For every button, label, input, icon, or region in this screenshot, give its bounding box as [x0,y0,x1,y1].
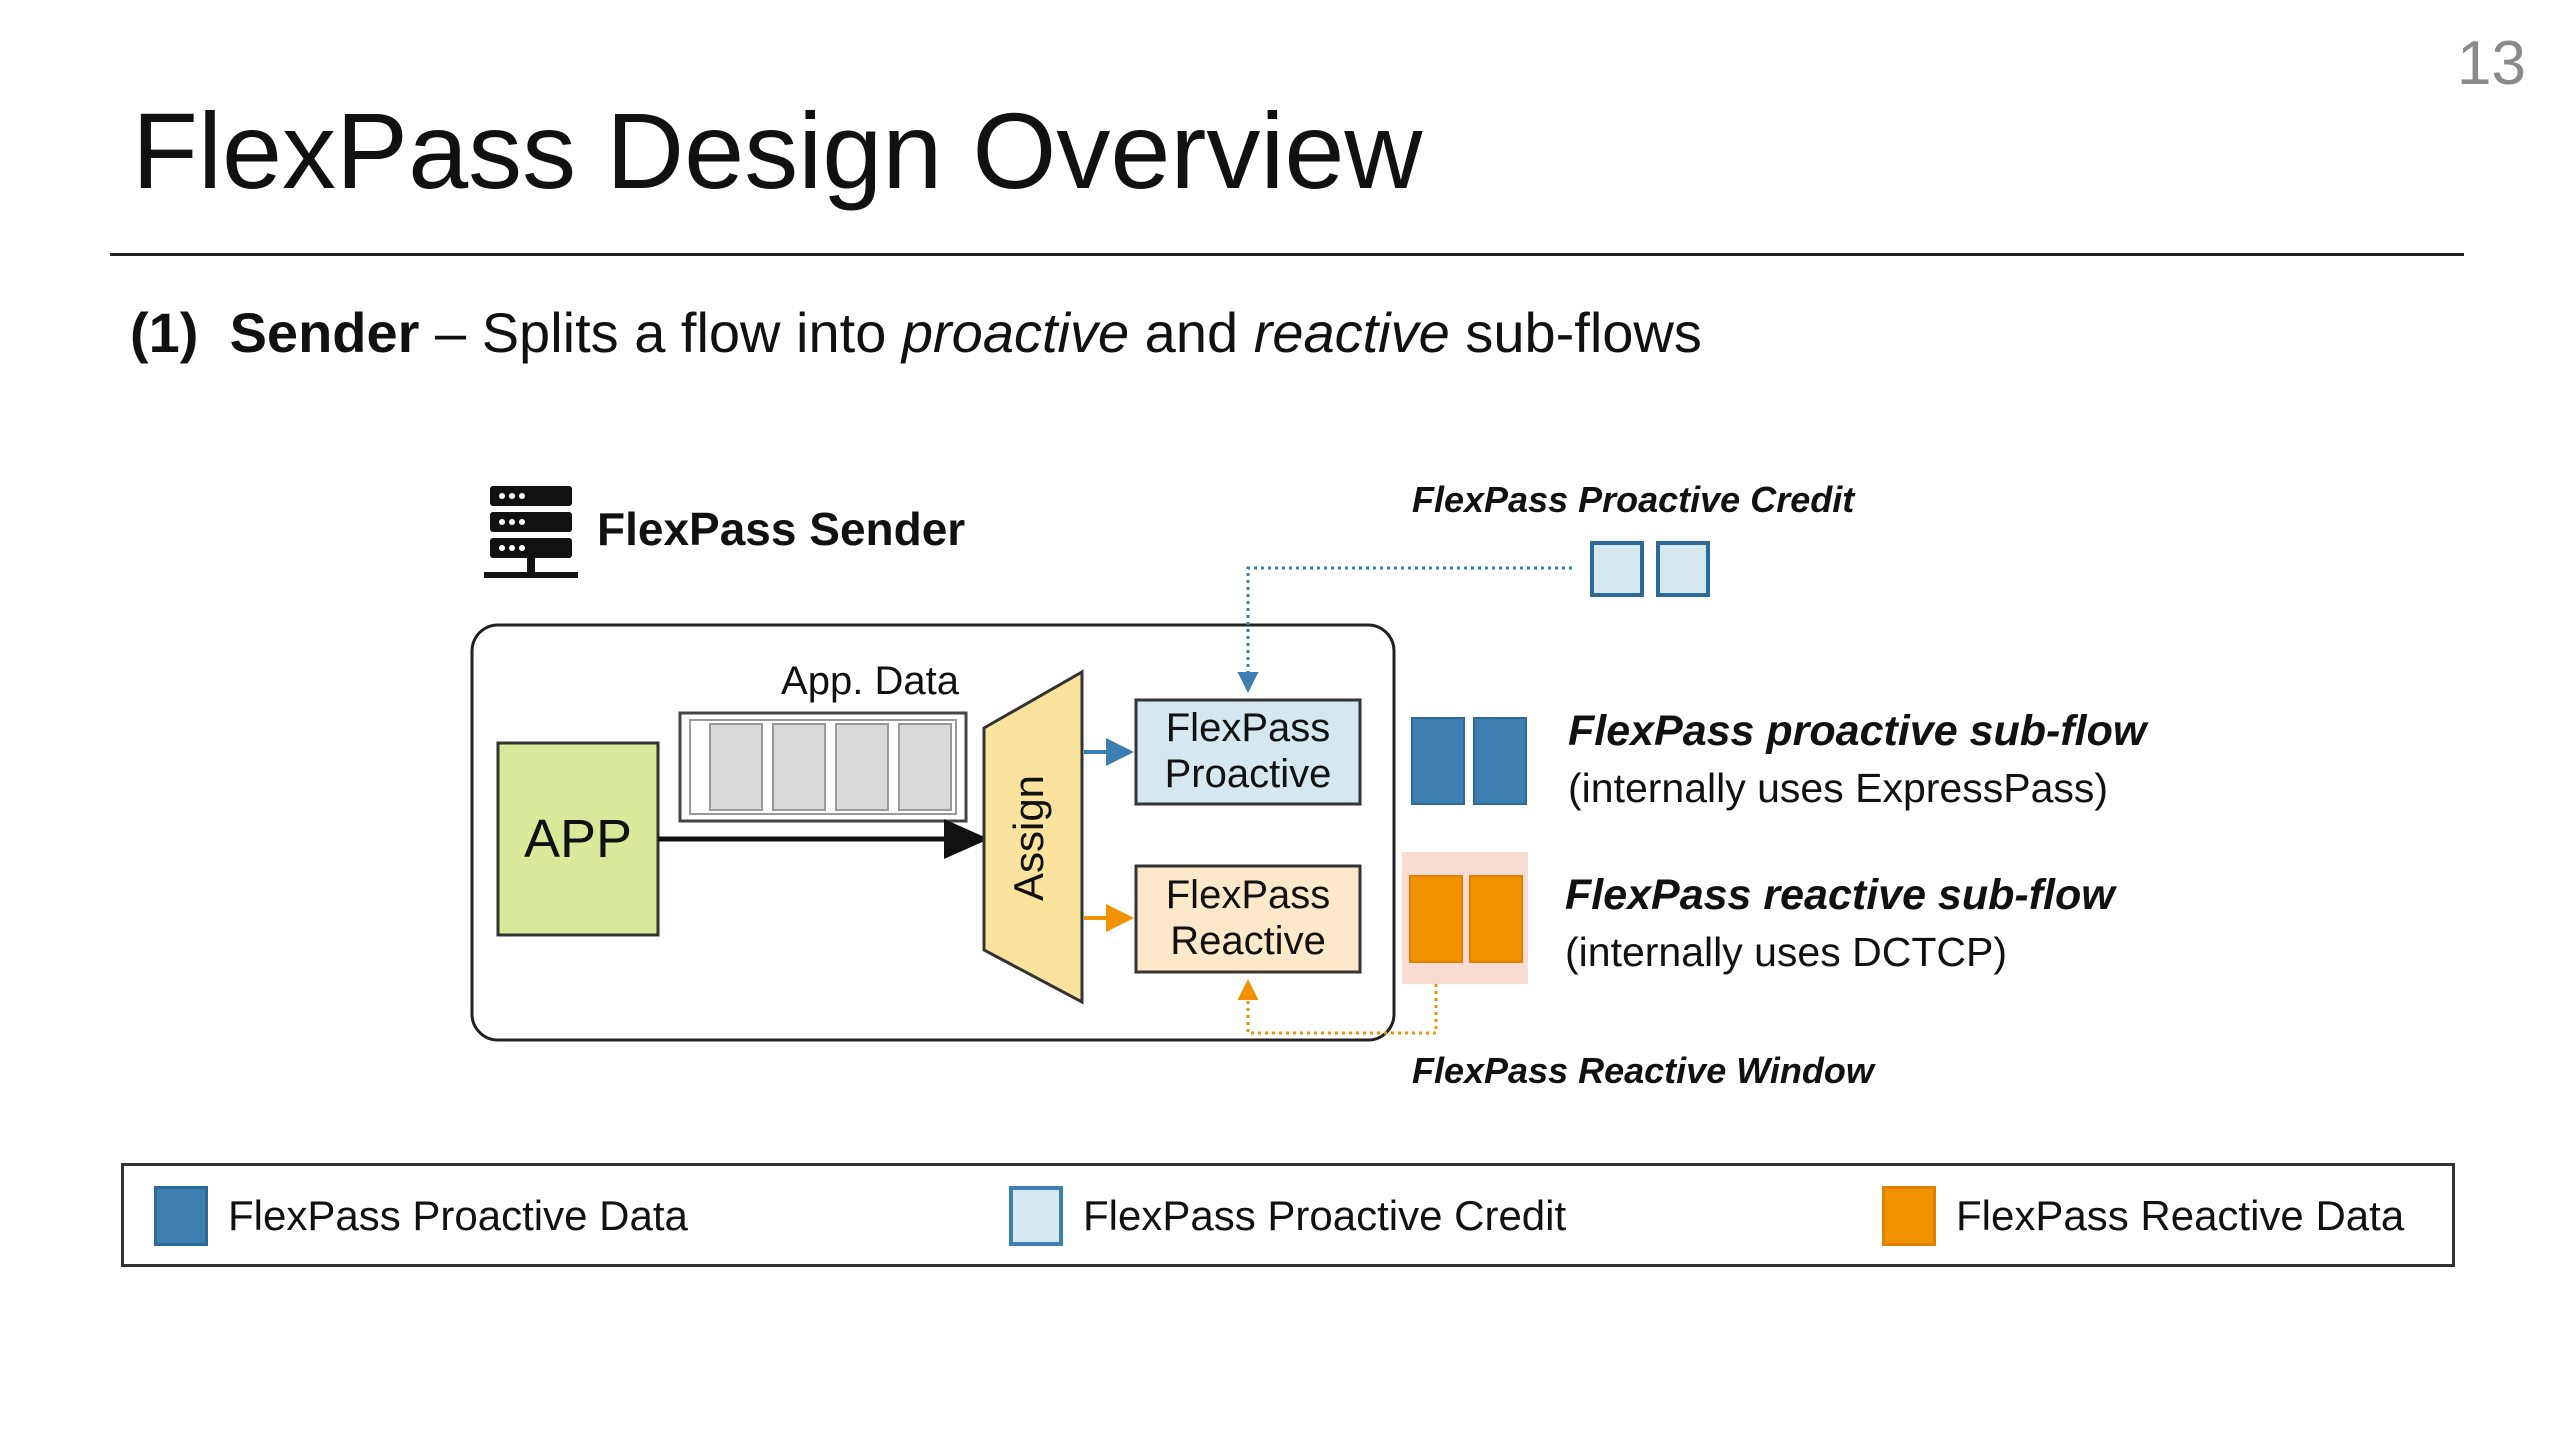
proactive-box [1134,698,1362,806]
legend-label-reactive-data: FlexPass Reactive Data [1956,1192,2405,1239]
subtitle-italic-proactive: proactive [901,301,1130,364]
app-label: APP [524,809,632,869]
window-dotted-path [1237,979,1438,1035]
server-icon [484,486,578,578]
legend-label-proactive-credit: FlexPass Proactive Credit [1083,1192,1567,1239]
reactive-data-packet [1409,875,1463,963]
legend-swatch-reactive-data [1882,1186,1936,1246]
reactive-subflow-note: (internally uses DCTCP) [1565,929,2007,975]
app-data-packet [772,723,826,811]
slide-title: FlexPass Design Overview [132,90,1423,211]
reactive-window-label: FlexPass Reactive Window [1412,1050,1876,1091]
app-box [496,741,660,937]
proactive-box-line2: Proactive [1165,752,1332,796]
legend: FlexPass Proactive Data FlexPass Proacti… [121,1163,2455,1267]
proactive-subflow-title: FlexPass proactive sub-flow [1568,707,2149,755]
app-data-packet [835,723,889,811]
app-data-packet [709,723,763,811]
app-data-packet [898,723,952,811]
reactive-data-packet [1469,875,1523,963]
legend-item-reactive-data: FlexPass Reactive Data [1882,1186,2404,1246]
sender-container [470,623,1396,1042]
proactive-subflow-note: (internally uses ExpressPass) [1568,765,2108,811]
proactive-data-packet [1473,717,1527,805]
reactive-box [1134,864,1362,974]
legend-item-proactive-credit: FlexPass Proactive Credit [1009,1186,1566,1246]
subtitle-italic-reactive: reactive [1253,301,1450,364]
sender-title: FlexPass Sender [597,503,965,555]
credit-dotted-path [1237,566,1572,693]
credit-packet [1656,541,1710,597]
proactive-credit-label: FlexPass Proactive Credit [1412,479,1856,520]
title-divider [110,253,2464,256]
proactive-box-line1: FlexPass [1166,706,1331,750]
legend-swatch-proactive-data [154,1186,208,1246]
subtitle-text-1: – Splits a flow into [419,301,902,364]
legend-label-proactive-data: FlexPass Proactive Data [228,1192,688,1239]
assign-label: Assign [1005,775,1052,901]
reactive-box-line2: Reactive [1170,919,1326,963]
app-data-label: App. Data [781,659,960,703]
proactive-data-packet [1411,717,1465,805]
subtitle-text-2: and [1129,301,1254,364]
app-data-queue-inner [689,719,957,815]
legend-swatch-proactive-credit [1009,1186,1063,1246]
slide-number: 13 [2457,29,2526,98]
subtitle-number: (1) [130,301,199,364]
assign-block [982,669,1084,1005]
slide-subtitle: (1) Sender – Splits a flow into proactiv… [130,300,1702,365]
credit-packet [1590,541,1644,597]
subtitle-text-3: sub-flows [1449,301,1702,364]
legend-item-proactive-data: FlexPass Proactive Data [154,1186,688,1246]
reactive-subflow-title: FlexPass reactive sub-flow [1565,871,2117,919]
reactive-box-line1: FlexPass [1166,873,1331,917]
subtitle-bold: Sender [229,301,420,364]
